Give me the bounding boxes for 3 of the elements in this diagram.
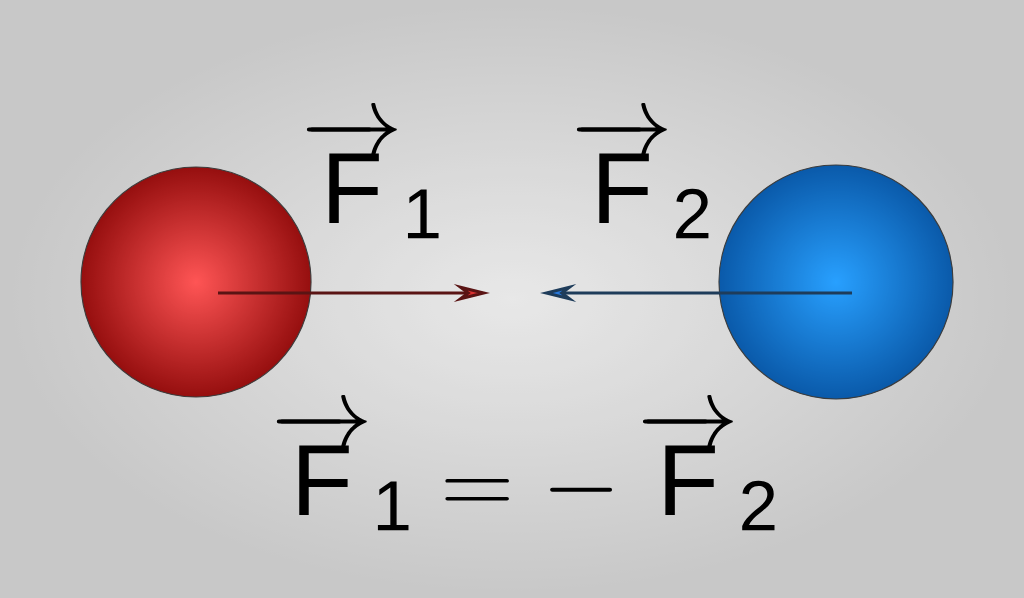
force-label: $\overrightarrow{\mathrm{F}}_{\mathrm{2}}$	[576, 103, 709, 239]
force-label: $\overrightarrow{\mathrm{F}}_{\mathrm{1}}$	[306, 103, 439, 239]
force-label: $\overrightarrow{\mathrm{F}}_{\mathrm{1}} = -\,\overrightarrow{\mathrm{F}}_{\mathrm{2}}$	[276, 395, 775, 531]
